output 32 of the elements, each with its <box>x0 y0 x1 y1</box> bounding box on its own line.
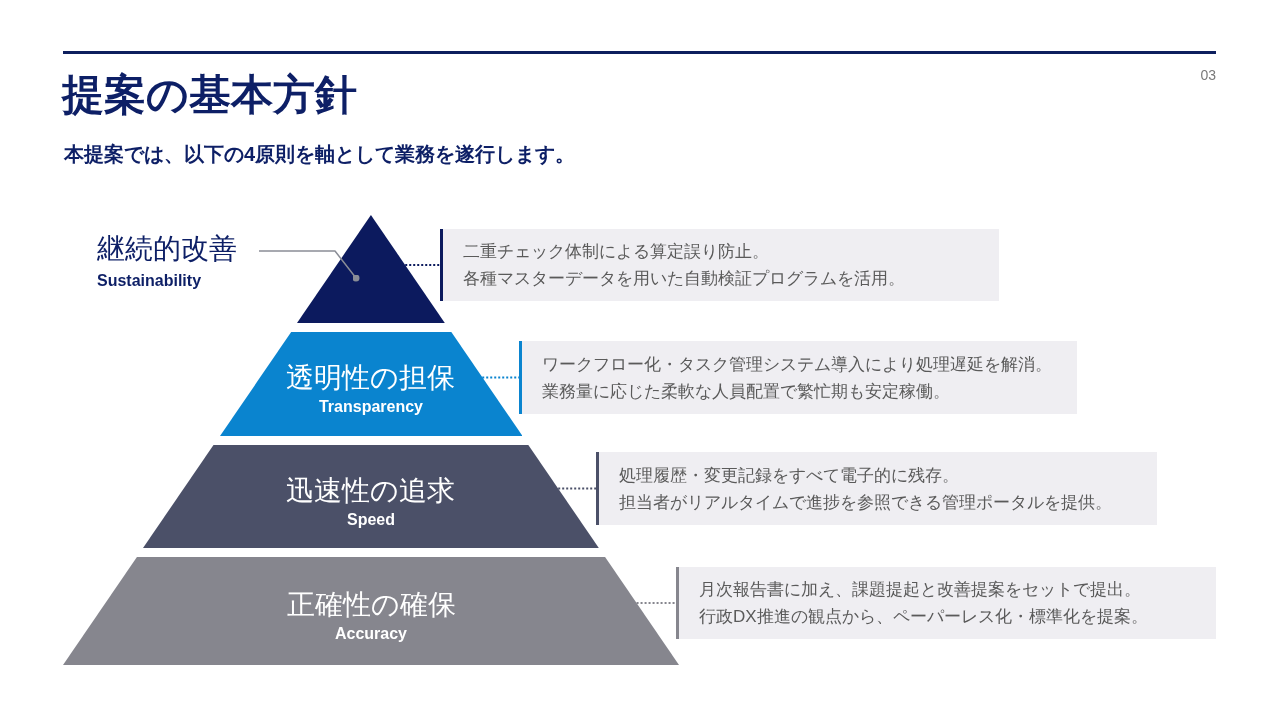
tier-title: 迅速性の追求 <box>286 473 456 508</box>
dotted-connector <box>404 264 441 266</box>
principle-label-subtitle: Sustainability <box>97 271 202 291</box>
pyramid-apex-triangle <box>297 215 445 323</box>
dotted-connector <box>557 487 597 490</box>
description-card <box>596 452 1157 525</box>
dotted-connector <box>635 602 677 604</box>
tier-subtitle: Accuracy <box>334 624 407 644</box>
description-text: 月次報告書に加え、課題提起と改善提案をセットで提出。 <box>699 579 1142 601</box>
pyramid-tier <box>219 332 523 436</box>
description-text: ワークフロー化・タスク管理システム導入により処理遅延を解消。 <box>542 353 1053 376</box>
description-text: 業務量に応じた柔軟な人員配置で繁忙期も安定稼働。 <box>542 380 951 403</box>
description-card <box>519 341 1077 414</box>
slide-subtitle: 本提案では、以下の4原則を軸として業務を遂行します。 <box>64 142 576 167</box>
tier-subtitle: Speed <box>347 509 395 530</box>
slide-title: 提案の基本方針 <box>62 71 357 119</box>
description-card <box>440 229 999 301</box>
tier-subtitle: Transparency <box>318 397 423 417</box>
description-text: 行政DX推進の観点から、ペーパーレス化・標準化を提案。 <box>699 606 1149 628</box>
description-text: 処理履歴・変更記録をすべて電子的に残存。 <box>619 464 960 487</box>
dotted-connector <box>481 376 520 379</box>
principle-label: 継続的改善 <box>97 232 237 266</box>
description-text: 各種マスターデータを用いた自動検証プログラムを活用。 <box>463 268 906 290</box>
tier-title: 正確性の確保 <box>286 588 456 622</box>
page-number: 03 <box>1200 66 1216 84</box>
tier-title: 透明性の担保 <box>286 361 456 395</box>
description-text: 担当者がリアルタイムで進捗を参照できる管理ポータルを提供。 <box>619 491 1113 514</box>
description-card <box>676 567 1216 639</box>
leader-line <box>258 250 360 282</box>
pyramid-tier <box>143 445 599 548</box>
description-text: 二重チェック体制による算定誤り防止。 <box>463 241 770 263</box>
pyramid-tier <box>63 557 679 665</box>
